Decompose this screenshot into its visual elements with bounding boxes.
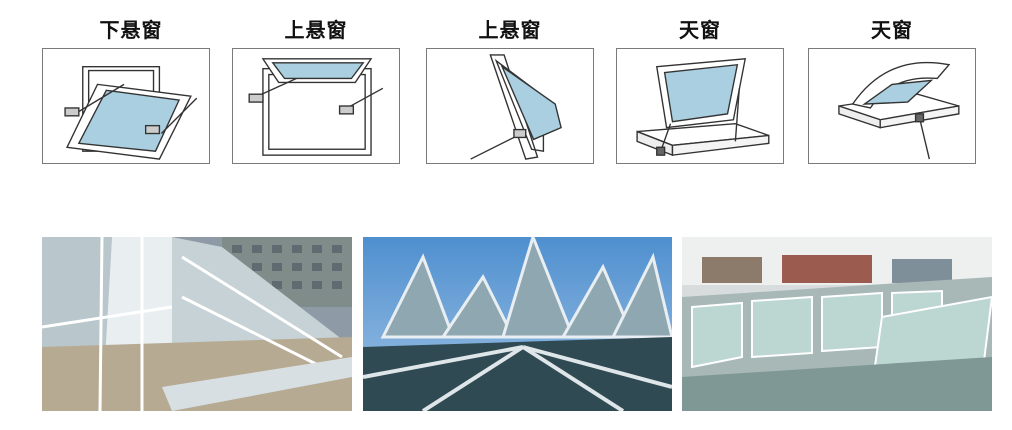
pyramid-skylight-photo (363, 237, 672, 411)
top-hung-window-side-diagram (426, 48, 594, 164)
label-bottom-hung: 下悬窗 (99, 18, 163, 42)
dome-skylight-diagram (808, 48, 976, 164)
label-skylight-1: 天窗 (679, 18, 721, 42)
open-window-row-photo (42, 237, 352, 411)
rooftop-skylight-photo (682, 237, 992, 411)
top-hung-window-diagram (232, 48, 400, 164)
bottom-hung-window-diagram (42, 48, 210, 164)
label-top-hung-2: 上悬窗 (478, 18, 542, 42)
label-top-hung-1: 上悬窗 (284, 18, 348, 42)
skylight-frame-diagram (616, 48, 784, 164)
label-skylight-2: 天窗 (871, 18, 913, 42)
